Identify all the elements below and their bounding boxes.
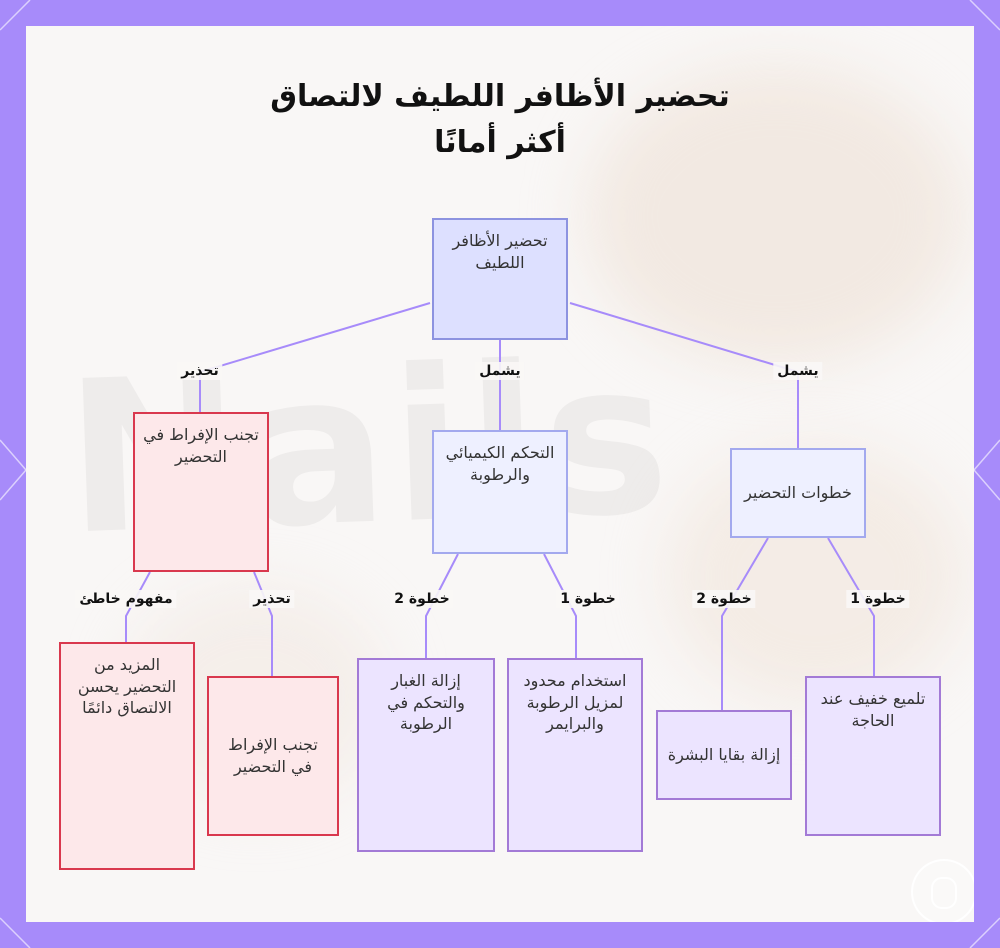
node-dust-humidity-label: إزالة الغبار والتحكم في الرطوبة <box>387 671 465 734</box>
background-blob <box>586 66 966 366</box>
node-chemical-control: التحكم الكيميائي والرطوبة <box>432 430 568 554</box>
node-root: تحضير الأظافر اللطيف <box>432 218 568 340</box>
edge-prep-skin <box>721 537 769 710</box>
edge-label-misconception: مفهوم خاطئ <box>75 590 177 608</box>
node-chemical-control-label: التحكم الكيميائي والرطوبة <box>445 443 555 484</box>
edge-label-includes: يشمل <box>773 362 823 380</box>
node-prep-steps: خطوات التحضير <box>730 448 866 538</box>
edge-label-step: خطوة 2 <box>390 590 454 608</box>
diagram-title-line-2: أكثر أمانًا <box>434 125 566 160</box>
edge-label-warning: تحذير <box>249 590 295 608</box>
edge-label-warning: تحذير <box>177 362 223 380</box>
edge-chem-dust <box>425 553 459 658</box>
nail-logo-icon <box>911 859 974 922</box>
edge-label-step: خطوة 2 <box>692 590 756 608</box>
node-misconception: المزيد من التحضير يحسن الالتصاق دائمًا <box>59 642 195 870</box>
edge-chem-limited <box>543 553 577 658</box>
node-avoid-over-prep-2-label: تجنب الإفراط في التحضير <box>228 735 318 776</box>
node-light-buff: تلميع خفيف عند الحاجة <box>805 676 941 836</box>
node-limited-dehydrator: استخدام محدود لمزيل الرطوبة والبرايمر <box>507 658 643 852</box>
node-avoid-over-prep: تجنب الإفراط في التحضير <box>133 412 269 572</box>
node-limited-dehydrator-label: استخدام محدود لمزيل الرطوبة والبرايمر <box>523 671 627 734</box>
node-avoid-over-prep-label: تجنب الإفراط في التحضير <box>143 425 259 466</box>
node-prep-steps-label: خطوات التحضير <box>744 483 852 503</box>
edge-label-includes: يشمل <box>475 362 525 380</box>
edge-root-avoid <box>199 302 431 412</box>
node-root-label: تحضير الأظافر اللطيف <box>452 231 548 272</box>
edge-label-step: خطوة 1 <box>556 590 620 608</box>
edge-avoid-avoid2 <box>253 571 273 676</box>
node-remove-skin-label: إزالة بقايا البشرة <box>667 745 781 765</box>
edge-label-step: خطوة 1 <box>846 590 910 608</box>
edge-prep-buff <box>827 537 875 676</box>
diagram-canvas: Nails تحضير الأظافر اللطيف لالتصاق أكثر … <box>26 26 974 922</box>
edge-avoid-misconception <box>125 571 151 642</box>
node-dust-humidity: إزالة الغبار والتحكم في الرطوبة <box>357 658 495 852</box>
node-avoid-over-prep-2: تجنب الإفراط في التحضير <box>207 676 339 836</box>
node-misconception-label: المزيد من التحضير يحسن الالتصاق دائمًا <box>77 655 177 718</box>
node-remove-skin: إزالة بقايا البشرة <box>656 710 792 800</box>
edge-root-prep <box>569 302 799 448</box>
node-light-buff-label: تلميع خفيف عند الحاجة <box>820 689 926 730</box>
diagram-title-line-1: تحضير الأظافر اللطيف لالتصاق <box>270 79 730 114</box>
